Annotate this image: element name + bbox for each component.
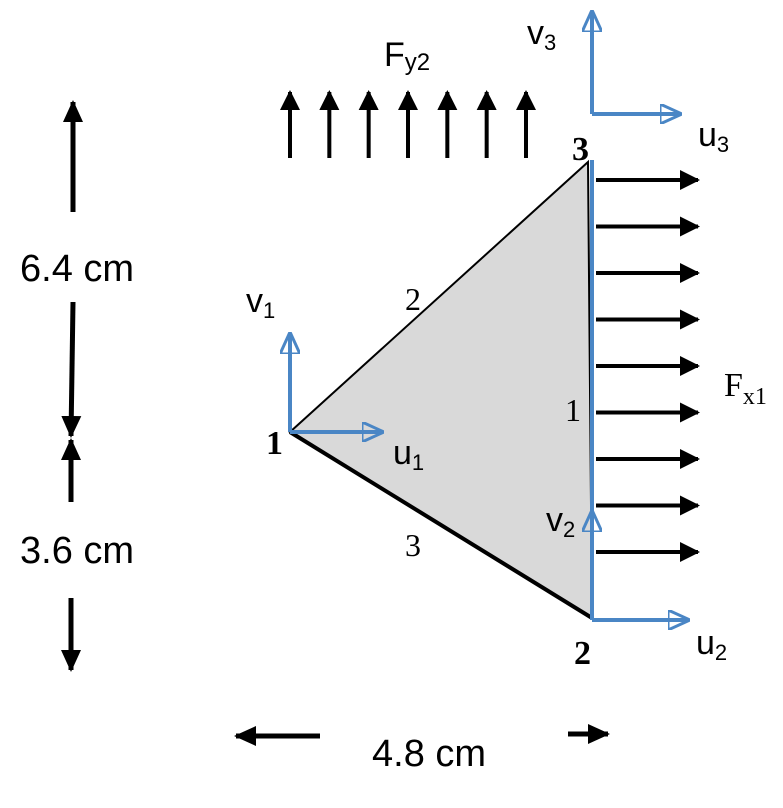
v1-label: v1 xyxy=(246,282,275,323)
node-2-label: 2 xyxy=(574,635,591,672)
edge-3-line xyxy=(288,430,594,620)
v3-label: v3 xyxy=(527,14,556,55)
node-3-label: 3 xyxy=(572,131,589,168)
triangle-element xyxy=(288,159,594,620)
dim-width-label: 4.8 cm xyxy=(372,733,486,775)
dof-arrows xyxy=(290,12,688,620)
edge-3-label: 3 xyxy=(405,527,421,563)
u2-label: u2 xyxy=(696,624,727,665)
u1-label: u1 xyxy=(393,434,424,475)
dim-top-down-arrow xyxy=(61,301,82,438)
v2-label: v2 xyxy=(546,501,575,542)
edge-2-label: 2 xyxy=(405,281,421,317)
fx1-label: Fx1 xyxy=(724,367,767,410)
fy2-load-arrows xyxy=(280,90,536,158)
dim-top-height-label: 6.4 cm xyxy=(20,248,134,290)
dim-bottom-height-label: 3.6 cm xyxy=(20,530,134,572)
edge-1-label: 1 xyxy=(565,392,581,428)
node-1-label: 1 xyxy=(266,425,283,462)
u3-label: u3 xyxy=(698,116,729,157)
fx1-load-arrows xyxy=(596,170,700,562)
fy2-label: Fy2 xyxy=(384,36,430,76)
dimension-arrows xyxy=(61,100,610,746)
